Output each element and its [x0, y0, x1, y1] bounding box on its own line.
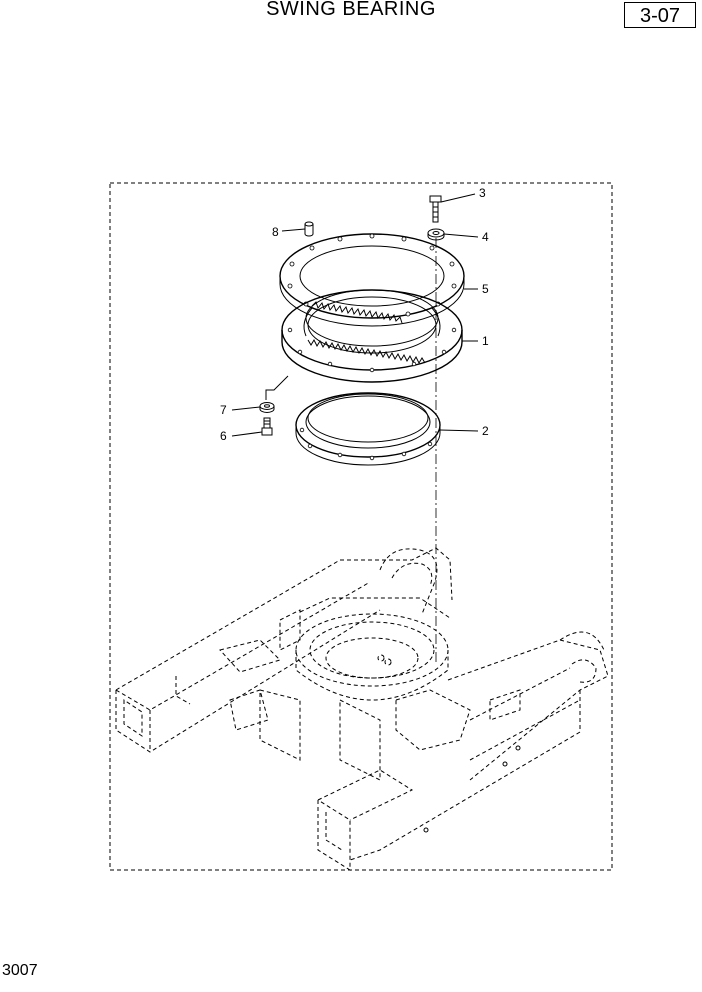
part-group-bracket: [265, 375, 289, 400]
callout-2: 2: [482, 424, 489, 438]
figure-number: 3007: [2, 962, 38, 979]
undercarriage-frame: [115, 547, 609, 871]
pin-part-8: [304, 221, 314, 237]
callout-4: 4: [482, 230, 489, 244]
washer-part-4: [427, 228, 445, 241]
callout-8: 8: [272, 225, 279, 239]
leader-lines: [231, 193, 479, 437]
page-reference-box: 3-07: [624, 2, 696, 28]
callout-6: 6: [220, 429, 227, 443]
lower-ring-part-2: [295, 392, 441, 466]
callout-7: 7: [220, 403, 227, 417]
washer-part-7: [259, 402, 275, 413]
callout-3: 3: [479, 186, 486, 200]
swing-bearing-part-1: [281, 289, 463, 383]
diagram-border: [109, 182, 613, 871]
page-title: SWING BEARING: [266, 0, 436, 20]
bolt-part-3: [429, 195, 442, 223]
upper-ring-part-5: [279, 233, 465, 327]
bolt-part-6: [261, 417, 273, 436]
callout-1: 1: [482, 334, 489, 348]
callout-5: 5: [482, 282, 489, 296]
